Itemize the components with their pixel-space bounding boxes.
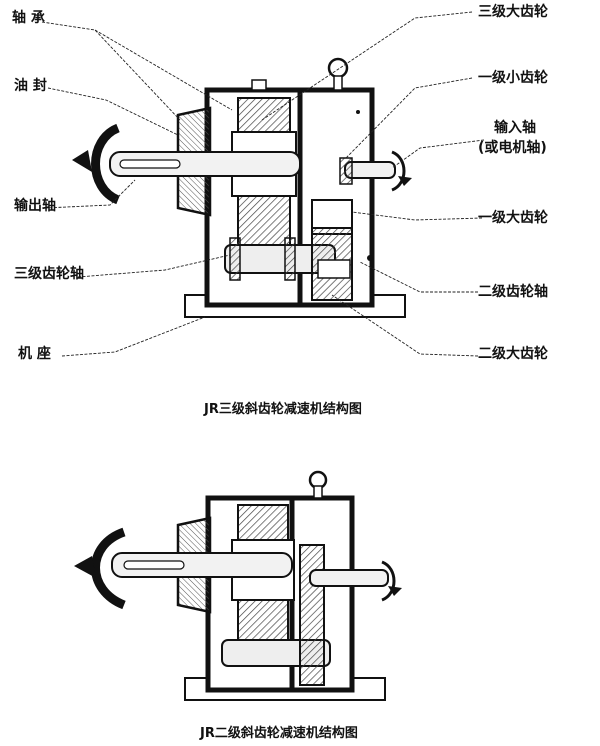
label-output-shaft: 输出轴 <box>14 198 56 214</box>
label-input-shaft: 输入轴 <box>494 120 536 136</box>
output-rotation-arrow <box>91 123 121 205</box>
input-shaft-bottom <box>309 569 389 587</box>
stage1-pinion-drawing <box>339 157 353 185</box>
output-rotation-arrow-bottom <box>91 527 126 610</box>
caption-three-stage: JR三级斜齿轮减速机结构图 <box>204 402 362 417</box>
label-base: 机 座 <box>18 346 51 362</box>
lifting-eye-top <box>327 57 349 79</box>
three-stage-reducer-drawing <box>72 57 412 318</box>
label-oil-seal: 油 封 <box>14 78 47 94</box>
output-shaft-bottom <box>111 552 293 578</box>
leader-lines-top <box>41 11 485 357</box>
label-input-shaft-note: (或电机轴) <box>478 140 547 156</box>
stage-gear-bottom <box>299 544 325 686</box>
two-stage-reducer-drawing <box>74 470 402 701</box>
label-stage2-gear-shaft: 二级齿轮轴 <box>478 284 548 300</box>
caption-two-stage: JR二级斜齿轮减速机结构图 <box>200 726 358 741</box>
label-bearing: 轴 承 <box>12 10 45 26</box>
output-shaft-drawing <box>109 151 301 177</box>
stage2-gear-shaft-drawing <box>317 259 351 279</box>
input-rotation-arrow <box>391 150 406 192</box>
input-rotation-arrow-bottom <box>381 560 396 602</box>
label-stage2-large-gear: 二级大齿轮 <box>478 346 548 362</box>
label-stage3-gear-shaft: 三级齿轮轴 <box>14 266 84 282</box>
label-stage3-large-gear: 三级大齿轮 <box>478 4 548 20</box>
label-stage1-large-gear: 一级大齿轮 <box>478 210 548 226</box>
label-stage1-pinion: 一级小齿轮 <box>478 70 548 86</box>
